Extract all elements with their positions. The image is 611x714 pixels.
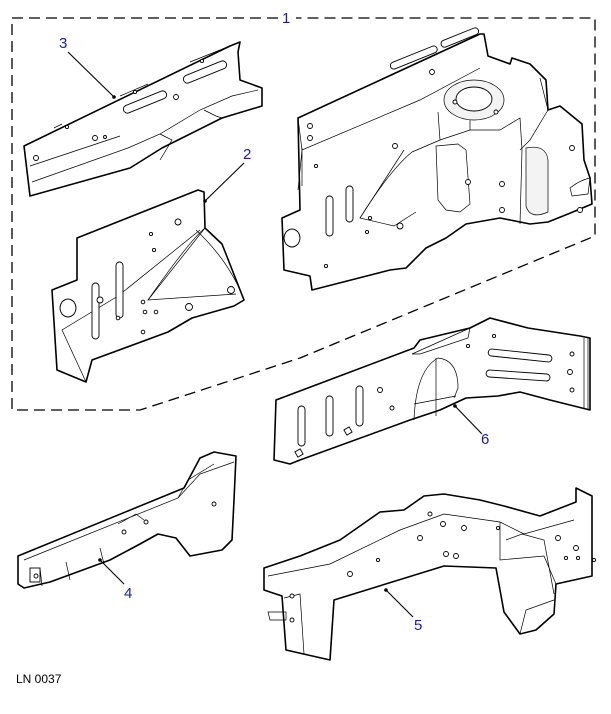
callout-3[interactable]: 3 [59,35,116,99]
part-4-lower-rail[interactable] [17,451,237,589]
callout-label-1: 1 [282,10,290,27]
drawing-reference: LN 0037 [16,672,62,686]
callout-2[interactable]: 2 [203,146,251,203]
callout-label-6: 6 [481,431,489,448]
callout-6[interactable]: 6 [453,404,489,448]
part-6-reinforcement[interactable] [273,317,591,465]
part-2-footwell-panel[interactable] [51,189,245,383]
callout-label-3: 3 [59,35,67,52]
callout-label-2: 2 [243,146,251,163]
callout-1[interactable]: 1 [282,10,290,27]
part-3-upper-rail[interactable] [23,41,263,197]
callout-label-5: 5 [414,617,422,634]
callout-4[interactable]: 4 [98,558,132,602]
callout-label-4: 4 [124,585,132,602]
part-5-chassis-leg[interactable] [263,487,597,661]
part-1-assembly[interactable] [281,27,593,291]
callout-5[interactable]: 5 [384,588,422,634]
assembly-boundary-1 [11,17,596,411]
